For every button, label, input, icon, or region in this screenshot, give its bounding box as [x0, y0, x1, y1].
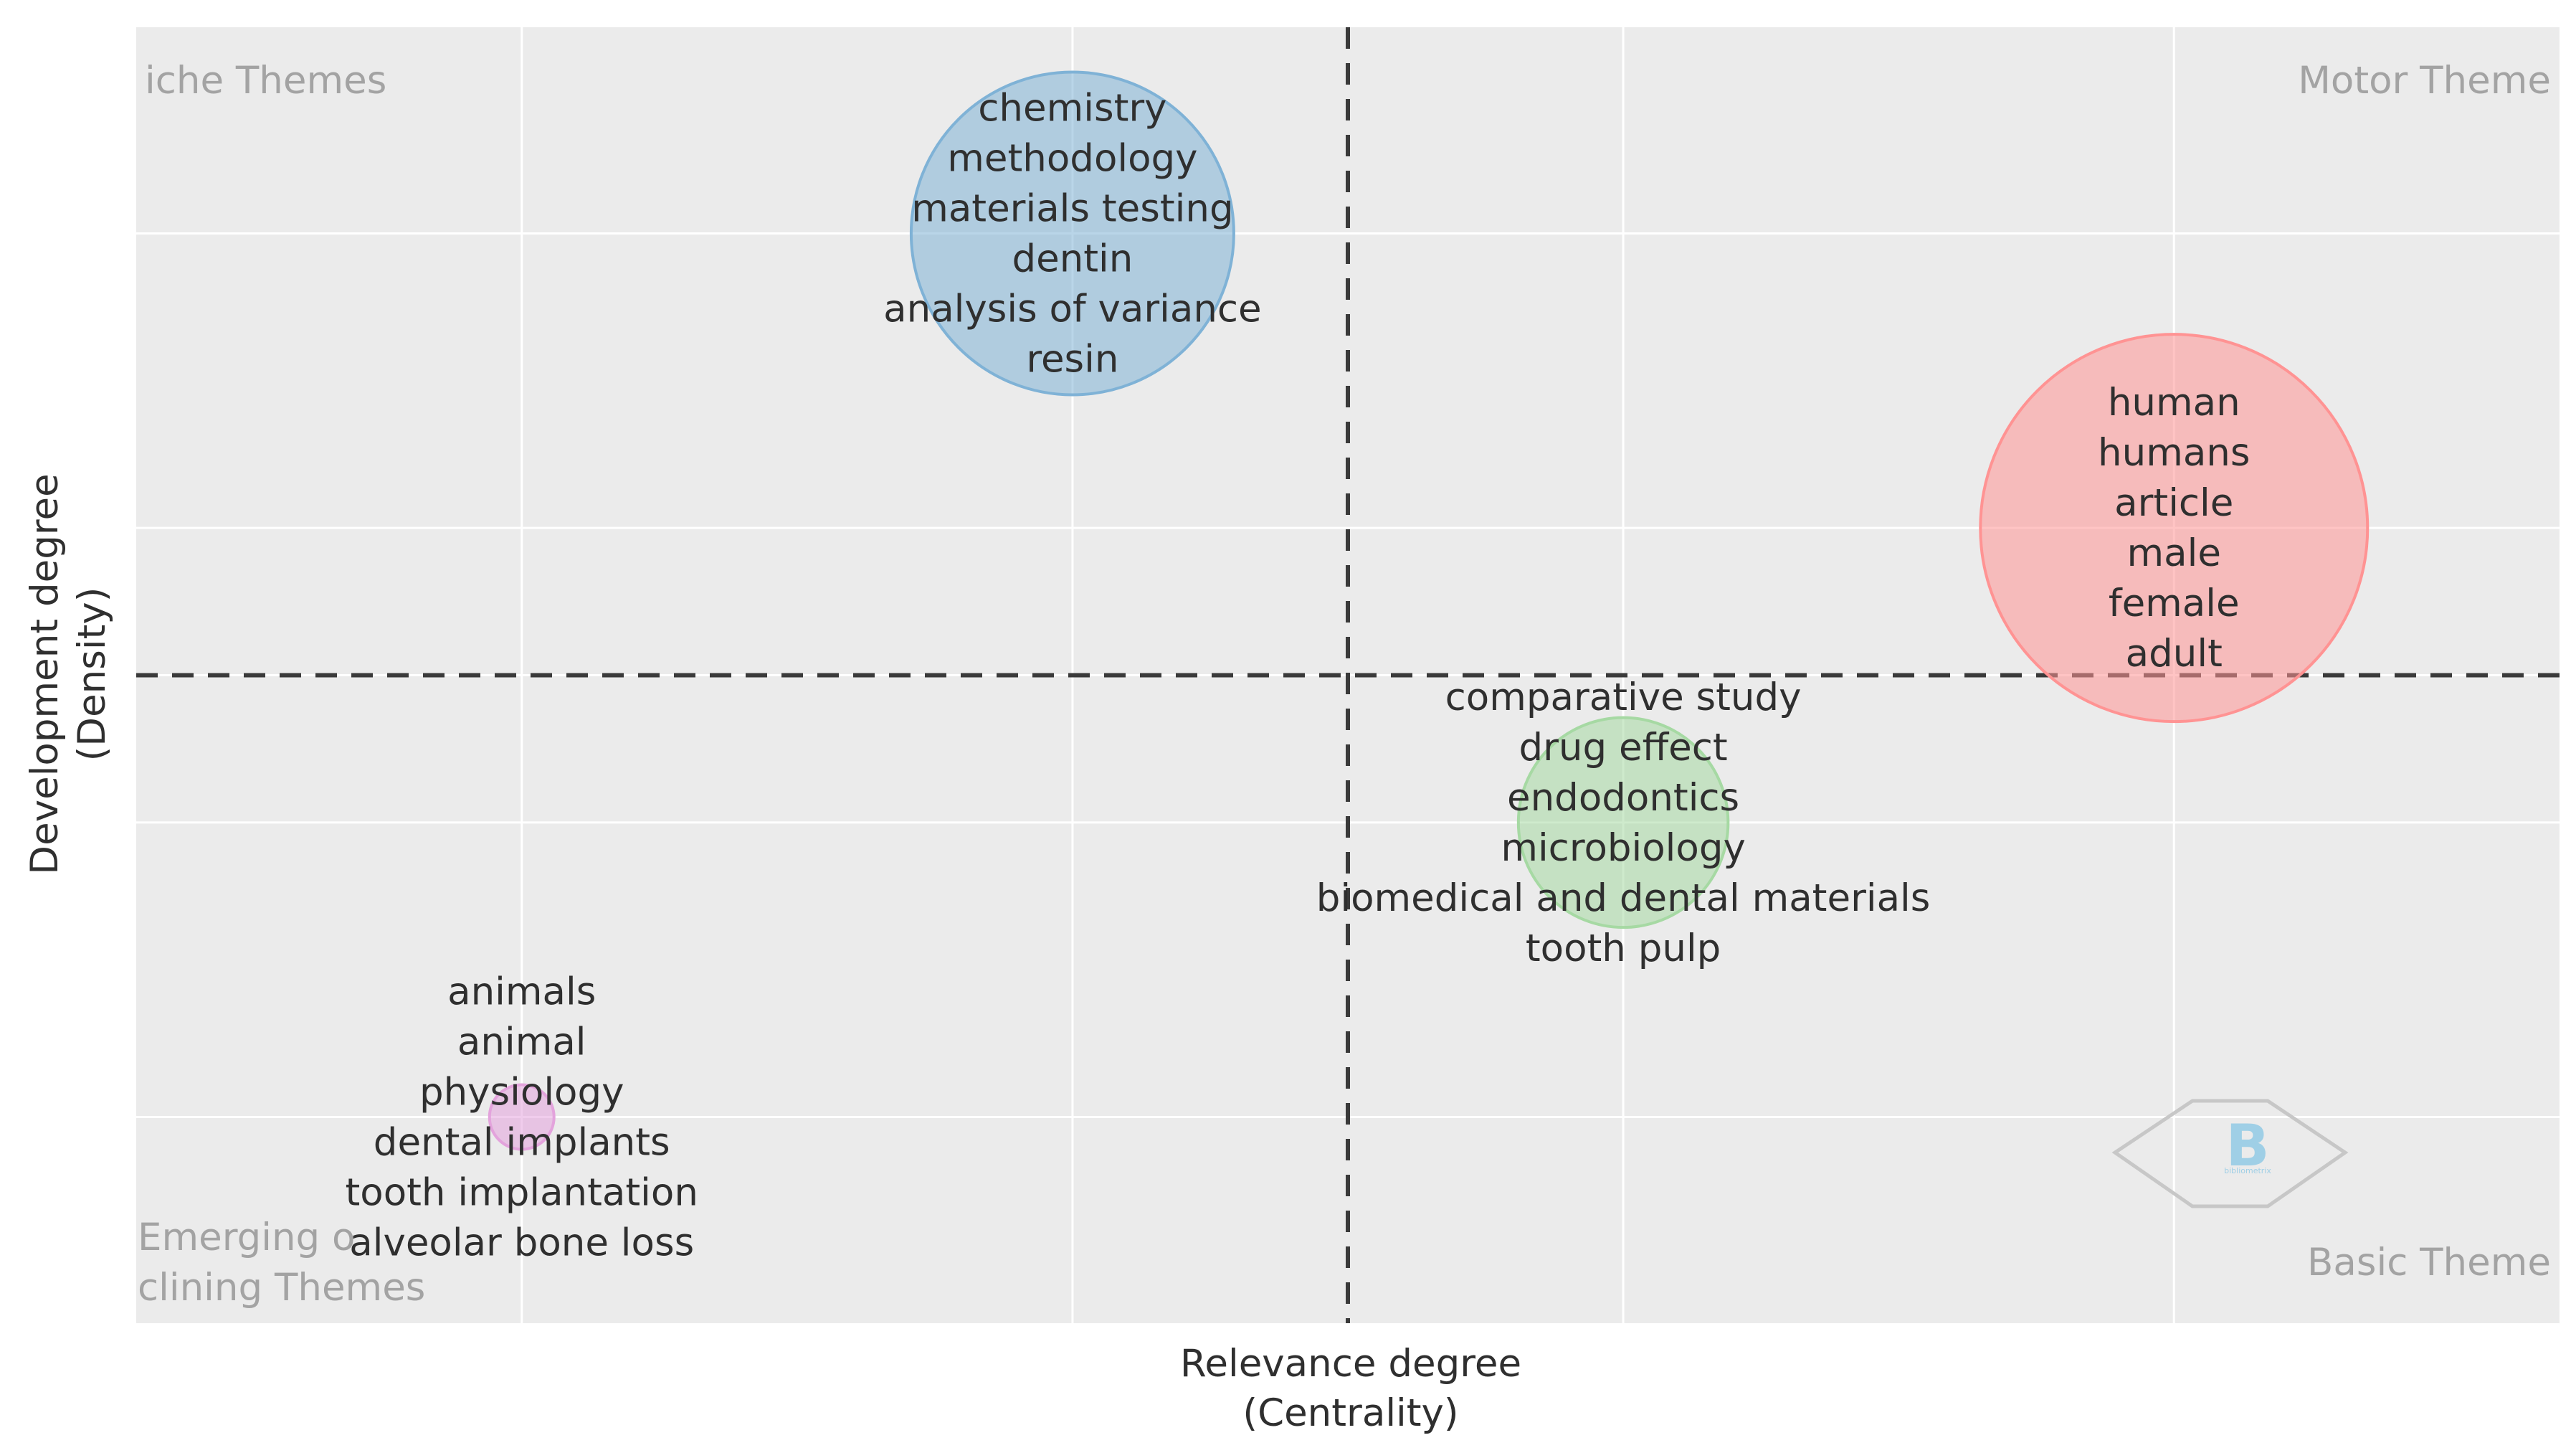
x-axis-label-line-2: (Centrality): [1242, 1391, 1458, 1435]
y-axis-label-line-1: Development degree: [23, 473, 67, 874]
cluster-labels: chemistry methodology materials testing den…: [346, 86, 2251, 1264]
cluster-1-label: materials testing: [911, 186, 1233, 230]
cluster-2-label: adult: [2126, 632, 2223, 676]
y-axis-label-line-2: (Density): [70, 587, 114, 762]
cluster-2-label: article: [2114, 481, 2233, 525]
cluster-4-label: alveolar bone loss: [349, 1221, 694, 1265]
bubble-1: [909, 70, 1235, 397]
cluster-2-label: male: [2127, 531, 2221, 575]
cluster-4-label: animal: [457, 1021, 586, 1064]
quadrant-label-top-left-line-1: iche Themes: [145, 59, 386, 103]
cluster-2-label: human: [2108, 381, 2240, 425]
bubble-3: [1516, 716, 1730, 929]
bubbles: [488, 70, 2370, 1151]
cluster-1-label: dentin: [1012, 237, 1133, 280]
cluster-4-label: physiology: [419, 1071, 624, 1114]
cluster-4-label: animals: [447, 970, 596, 1014]
bubble-2: [1979, 333, 2370, 724]
logo-mark: B: [2226, 1112, 2270, 1179]
cluster-2-label: female: [2109, 582, 2240, 625]
cluster-3-label: endodontics: [1507, 776, 1739, 820]
cluster-3-label: biomedical and dental materials: [1316, 876, 1931, 920]
cluster-2-label: humans: [2098, 431, 2251, 475]
cluster-1-label: resin: [1026, 337, 1118, 381]
hexagon-shape: [2111, 1099, 2349, 1208]
bubble-4: [488, 1083, 556, 1151]
quadrant-label-bottom-left-line-1: Emerging o: [138, 1216, 355, 1259]
quadrant-label-bottom-right-line-1: Basic Theme: [2307, 1241, 2551, 1284]
cluster-1-label: chemistry: [978, 86, 1166, 130]
bibliometrix-logo: B bibliometrix: [2111, 1099, 2349, 1208]
cluster-3-label: tooth pulp: [1526, 927, 1721, 970]
quadrant-label-top-right-line-1: Motor Theme: [2298, 59, 2551, 103]
logo-text: bibliometrix: [2224, 1166, 2271, 1175]
cluster-3-label: microbiology: [1501, 826, 1746, 870]
cluster-4-label: dental implants: [374, 1121, 670, 1165]
x-axis-label-line-1: Relevance degree: [1180, 1342, 1521, 1386]
cluster-3-label: comparative study: [1445, 676, 1802, 719]
cluster-1-label: methodology: [947, 136, 1197, 180]
quadrant-label-bottom-left-line-2: clining Themes: [138, 1266, 425, 1310]
cluster-3-label: drug effect: [1519, 726, 1728, 770]
cluster-1-label: analysis of variance: [883, 287, 1262, 331]
cluster-4-label: tooth implantation: [346, 1171, 698, 1215]
